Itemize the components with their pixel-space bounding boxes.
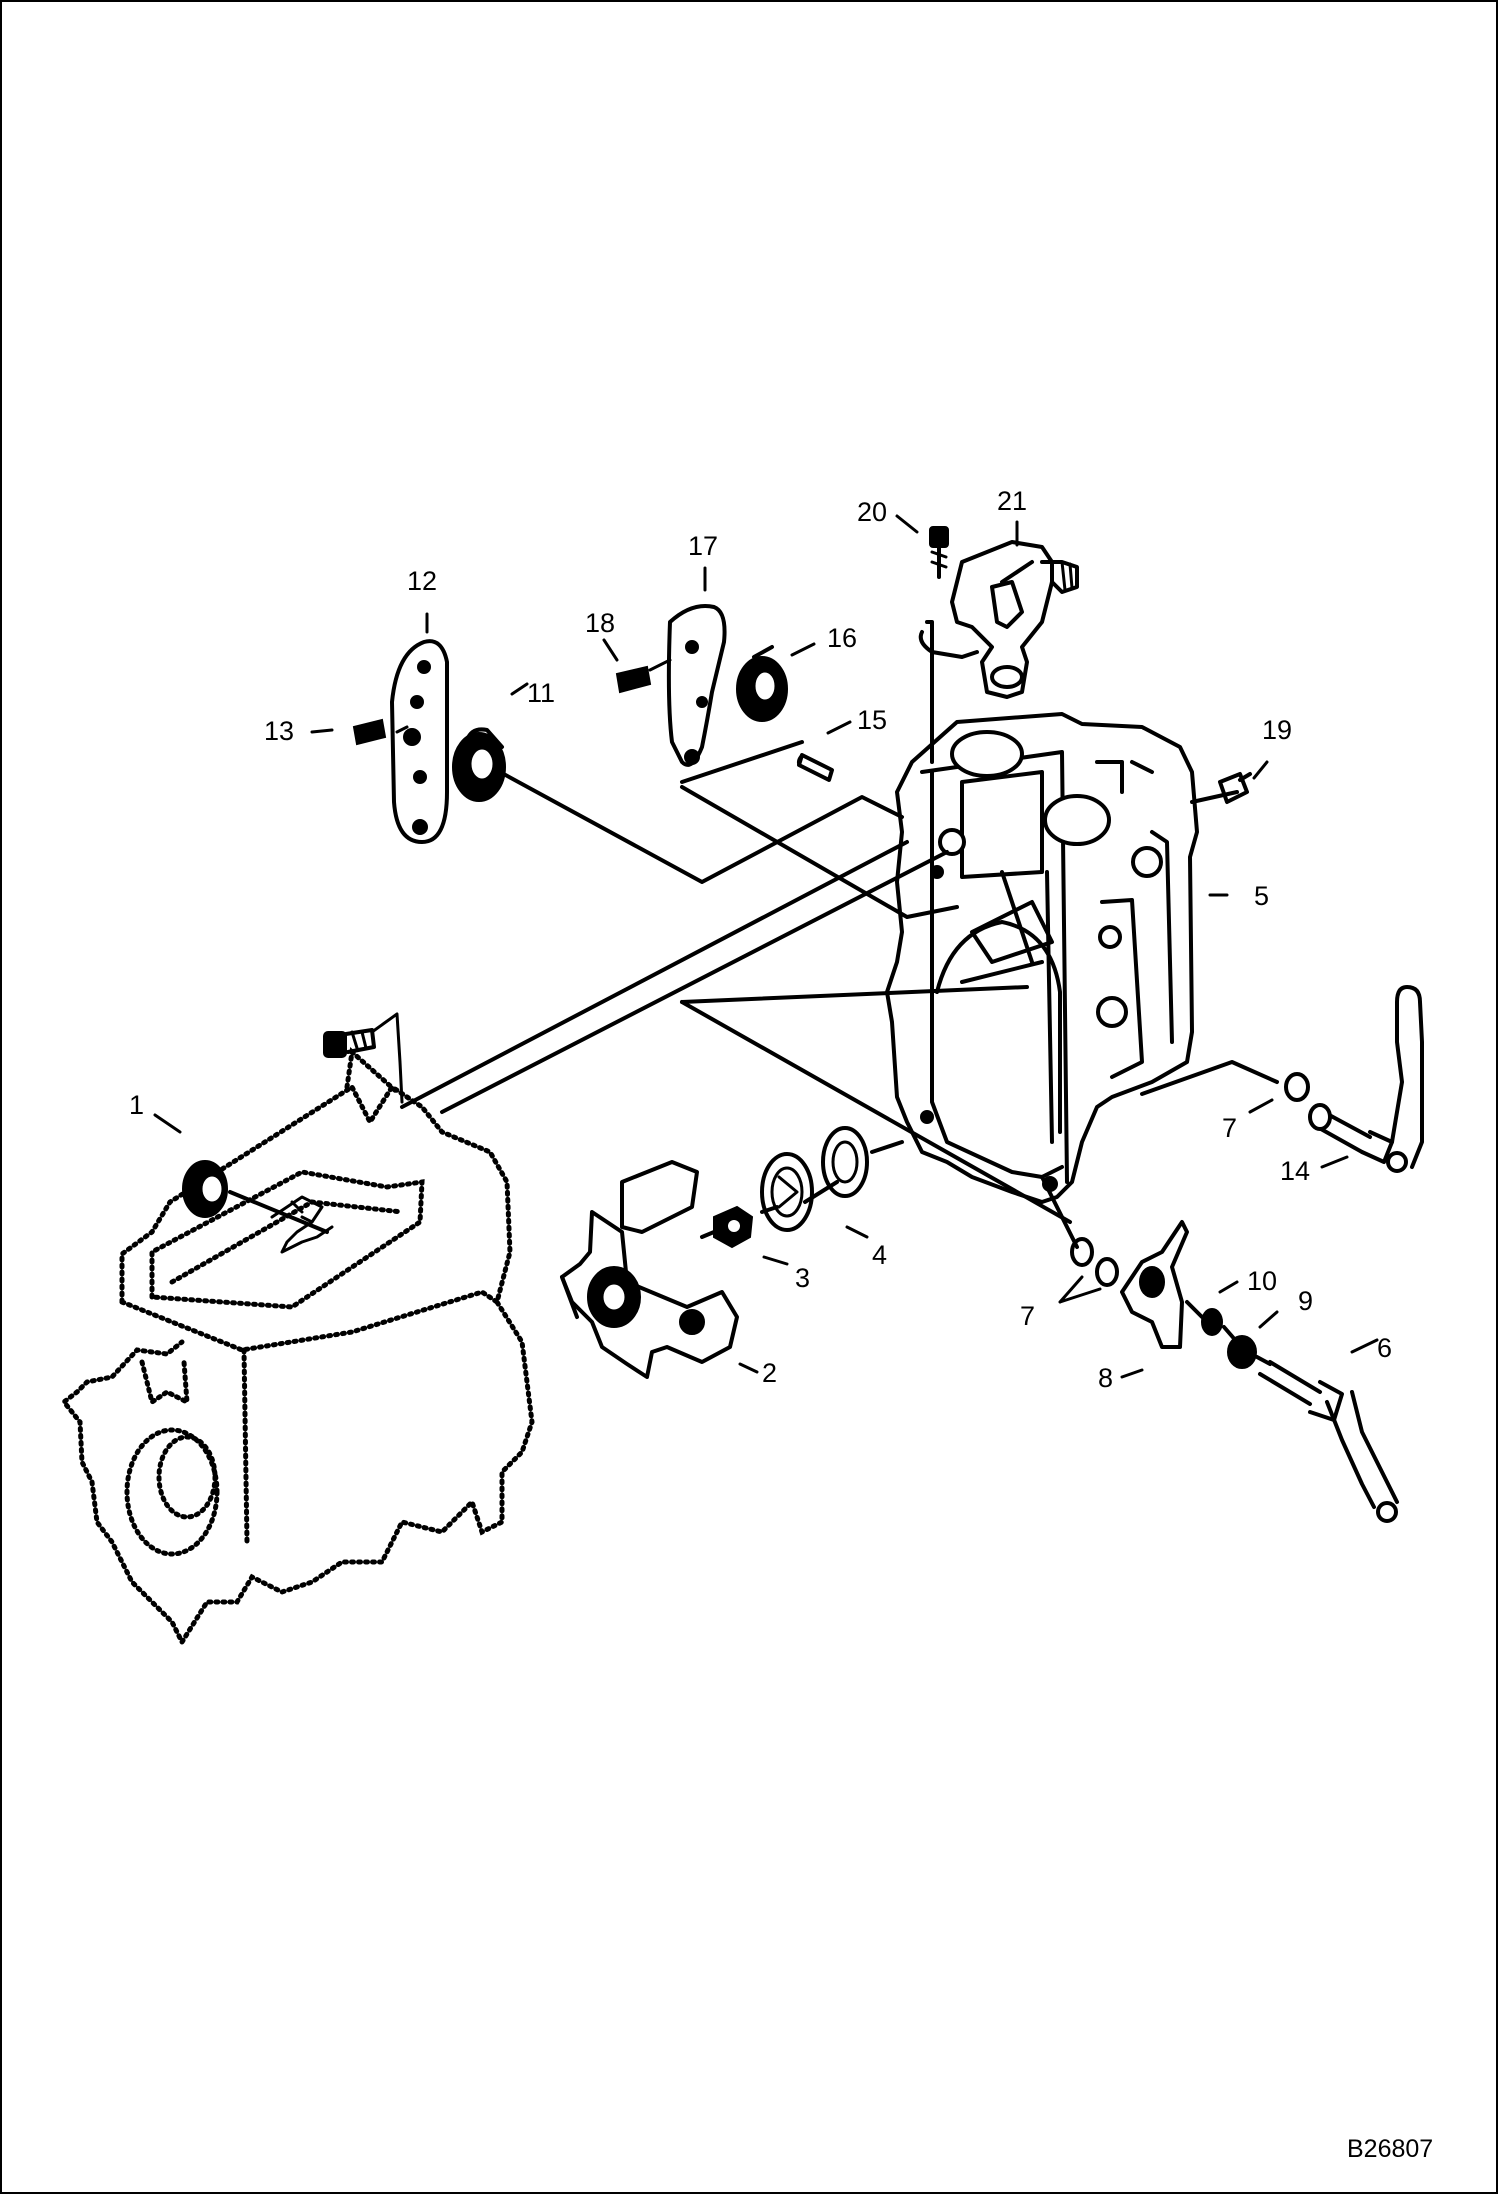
figure-reference-code: B26807 bbox=[1347, 2135, 1433, 2163]
callout-18: 18 bbox=[585, 608, 615, 638]
callout-13: 13 bbox=[264, 716, 294, 746]
part-20-bolt bbox=[925, 526, 949, 739]
callout-20: 20 bbox=[857, 497, 887, 527]
callout-leaders bbox=[153, 514, 1379, 1379]
part-7-orings bbox=[1070, 1072, 1310, 1287]
callout-21: 21 bbox=[997, 486, 1027, 516]
part-3-nut bbox=[713, 1205, 754, 1249]
callout-9: 9 bbox=[1298, 1286, 1313, 1316]
callout-15: 15 bbox=[857, 705, 887, 735]
callout-2: 2 bbox=[762, 1358, 777, 1388]
part-6-lever-shaft bbox=[1258, 1360, 1399, 1523]
callout-4: 4 bbox=[872, 1240, 887, 1270]
callout-8: 8 bbox=[1098, 1363, 1113, 1393]
part-12-lever bbox=[390, 639, 449, 844]
part-18-pin bbox=[615, 658, 672, 694]
callout-3: 3 bbox=[795, 1263, 810, 1293]
callout-19: 19 bbox=[1262, 715, 1292, 745]
callout-5: 5 bbox=[1254, 881, 1269, 911]
callout-10: 10 bbox=[1247, 1266, 1277, 1296]
callout-labels: 1 2 3 4 5 6 7 7 8 9 10 11 12 13 14 15 16… bbox=[129, 486, 1392, 1393]
part-14-lever-shaft bbox=[1308, 985, 1424, 1173]
part-15-pin bbox=[796, 753, 834, 782]
part-8-lever-plate bbox=[1120, 1220, 1189, 1349]
part-11-bearing bbox=[452, 727, 506, 802]
part-13-pin bbox=[352, 718, 409, 746]
callout-11: 11 bbox=[527, 678, 555, 708]
assembly-lines bbox=[228, 735, 1279, 1366]
part-21-sensor bbox=[918, 540, 1079, 699]
part-4-gear bbox=[760, 1126, 869, 1232]
callout-17: 17 bbox=[688, 531, 718, 561]
part-17-lever bbox=[666, 604, 727, 767]
callout-1: 1 bbox=[129, 1090, 144, 1120]
part-19-screw bbox=[1218, 772, 1252, 804]
engine-block bbox=[60, 1047, 535, 1648]
callout-6: 6 bbox=[1377, 1333, 1392, 1363]
callout-7-lower: 7 bbox=[1020, 1301, 1035, 1331]
callout-7-upper: 7 bbox=[1222, 1113, 1237, 1143]
callout-16: 16 bbox=[827, 623, 857, 653]
part-10-washer bbox=[1201, 1308, 1223, 1336]
part-16-bearing bbox=[736, 645, 788, 722]
callout-12: 12 bbox=[407, 566, 437, 596]
engine-mount-bolt bbox=[323, 1012, 404, 1104]
part-2-bracket bbox=[560, 1160, 739, 1379]
part-9-nut bbox=[1227, 1335, 1257, 1369]
part-1-seal bbox=[182, 1160, 228, 1218]
part-5-housing bbox=[885, 712, 1199, 1204]
callout-14: 14 bbox=[1280, 1156, 1310, 1186]
